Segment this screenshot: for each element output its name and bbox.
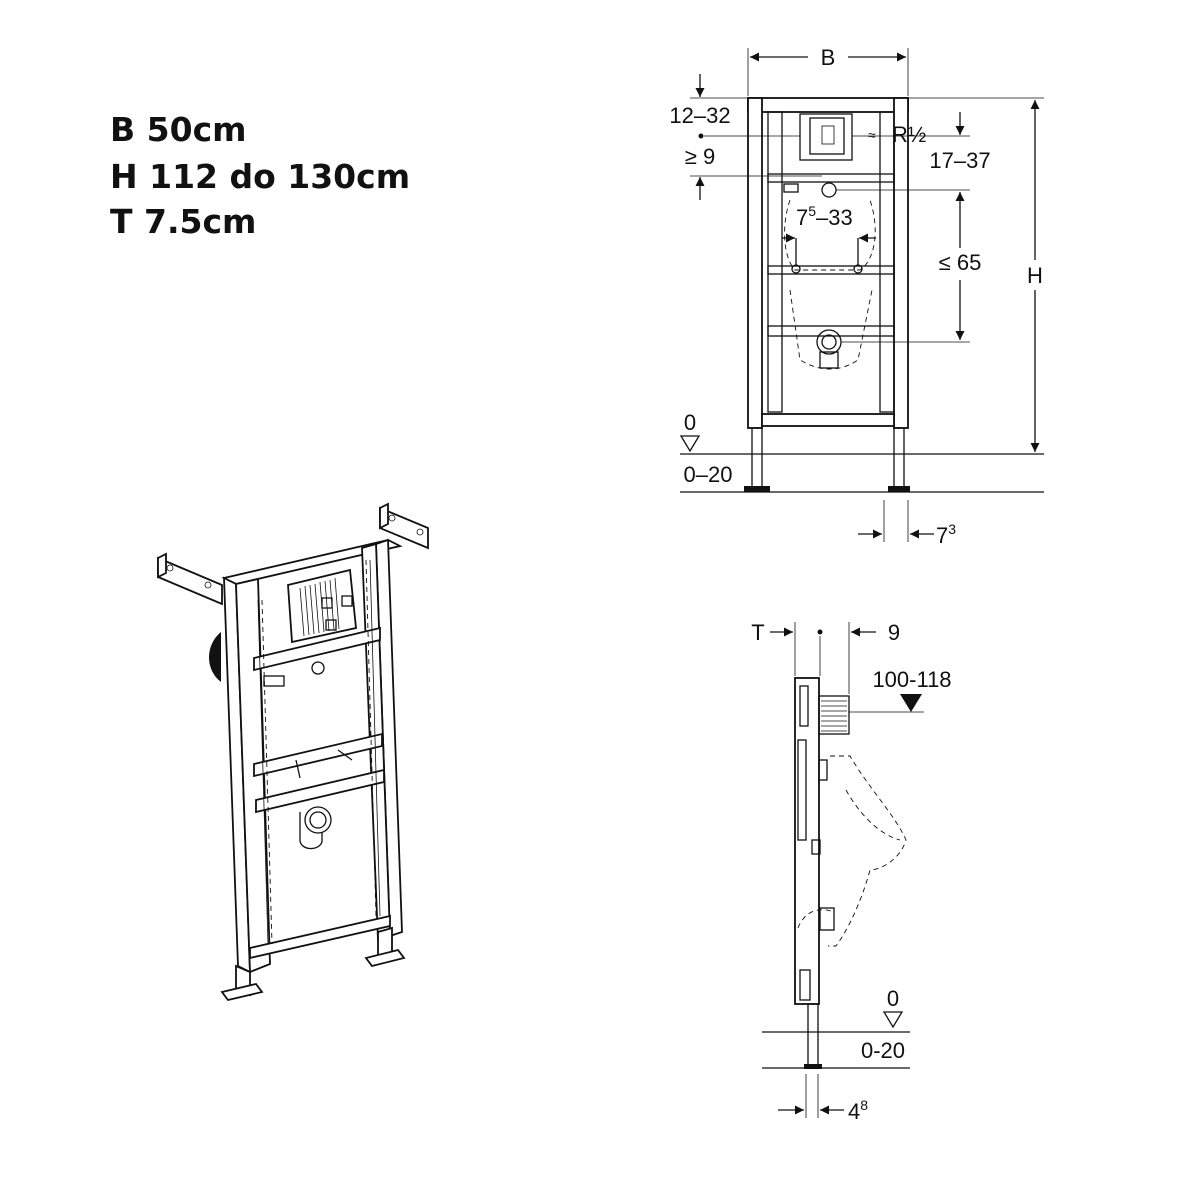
front-height-label: H — [1027, 263, 1043, 288]
iso-bottom-rail — [249, 914, 391, 960]
iso-outlet-elbow — [299, 806, 332, 850]
side-urinal-outline — [828, 755, 907, 947]
front-wave-symbol: ≈ — [868, 127, 876, 143]
front-foot-label: 73 — [936, 521, 956, 548]
side-level-marker — [900, 694, 922, 712]
spec-width: B 50cm — [110, 110, 247, 149]
front-elevation: B 12–32 ≥ 9 ≈ R½ 17–37 75–33 ≤ 65 H — [669, 45, 1044, 548]
side-floor-range: 0-20 — [861, 1038, 905, 1063]
front-pipe-thread: R½ — [892, 122, 926, 147]
spec-height: H 112 do 130cm — [110, 157, 411, 196]
iso-cross-rail-2 — [253, 732, 383, 778]
iso-pipe-bend — [209, 632, 221, 682]
front-bottom-rail — [761, 413, 895, 427]
front-min-gap: ≥ 9 — [685, 144, 715, 169]
front-width-label: B — [821, 45, 836, 70]
isometric-view — [157, 502, 429, 1002]
front-top-rail — [747, 97, 909, 113]
side-elevation: T 9 100-118 0 0-20 48 — [751, 620, 951, 1124]
front-flush-box — [799, 113, 853, 161]
front-urinal-outline — [784, 199, 876, 271]
iso-cross-rail-1 — [253, 626, 381, 672]
front-floor-range: 0–20 — [684, 462, 733, 487]
side-depth-label: T — [751, 620, 764, 645]
front-top-range: 12–32 — [669, 103, 730, 128]
side-height-range: 100-118 — [872, 667, 951, 692]
front-level-symbol — [679, 435, 701, 453]
front-spacing-label: 75–33 — [796, 203, 853, 230]
side-flush-box — [818, 695, 850, 735]
left-wall-bracket — [157, 552, 223, 606]
front-left-foot — [751, 427, 763, 489]
side-frame-profile — [794, 677, 820, 1005]
spec-depth: T 7.5cm — [110, 202, 257, 241]
front-outlet-max: ≤ 65 — [939, 250, 982, 275]
front-left-upright — [747, 97, 763, 429]
front-inlet-fitting — [821, 182, 837, 198]
side-offset-label: 9 — [888, 620, 900, 645]
front-outlet — [816, 329, 842, 355]
front-inlet-range: 17–37 — [929, 148, 990, 173]
front-floor-zero: 0 — [684, 410, 696, 435]
front-right-foot — [893, 427, 905, 489]
iso-inlet-fitting — [311, 661, 325, 675]
side-level-symbol — [882, 1011, 904, 1029]
front-right-upright — [893, 97, 909, 429]
side-foot — [807, 1003, 819, 1067]
right-wall-bracket — [379, 502, 429, 550]
iso-label-tag — [263, 675, 285, 687]
side-foot-label: 48 — [848, 1097, 868, 1124]
side-floor-zero: 0 — [887, 986, 899, 1011]
iso-flush-box — [287, 568, 357, 644]
iso-cross-rail-3 — [255, 768, 385, 814]
